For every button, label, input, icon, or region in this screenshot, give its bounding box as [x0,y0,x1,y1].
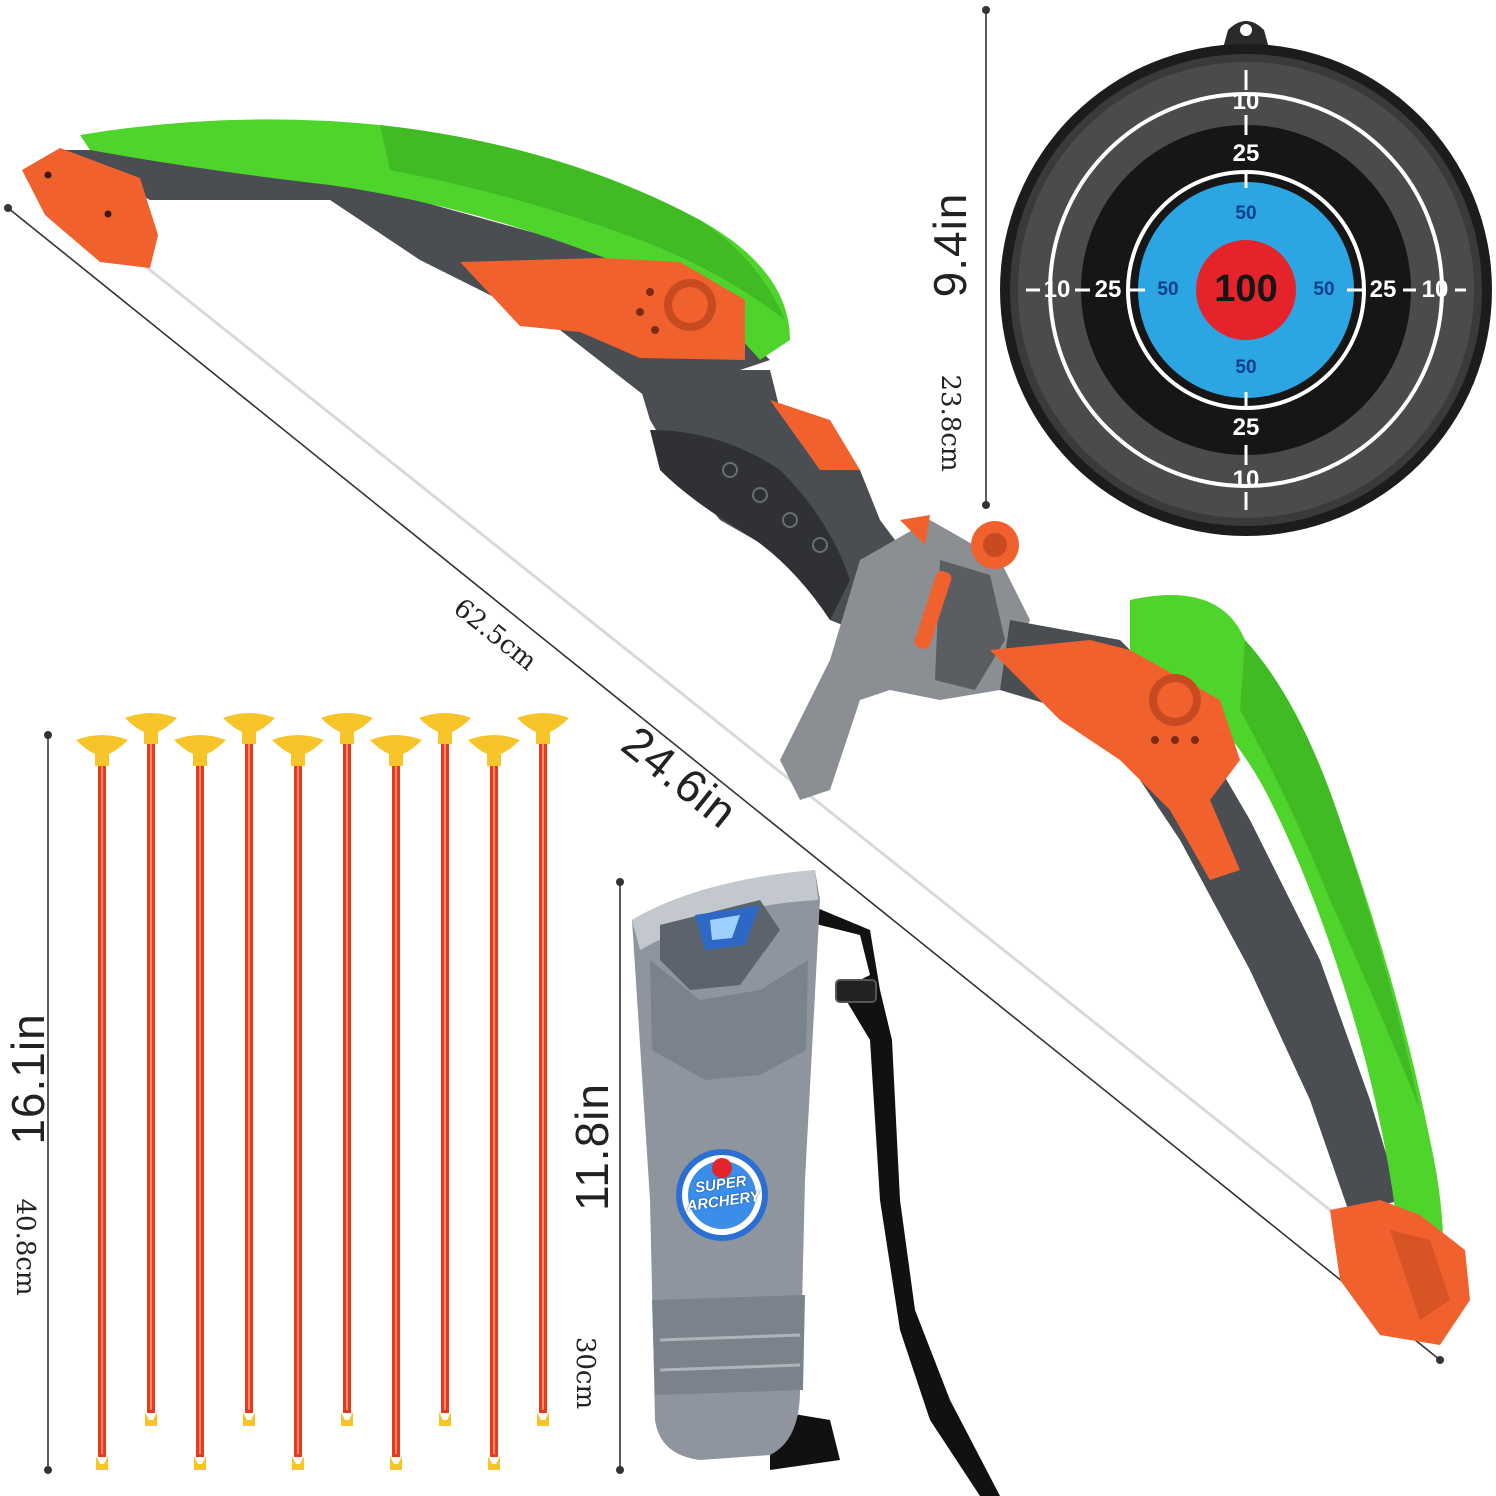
arrow [76,735,128,1470]
target-size-cm: 23.8cm [935,374,965,472]
target-score-25-bottom: 25 [1232,414,1260,441]
bow-dimension-line [4,204,1444,1364]
arrow [370,735,422,1470]
target-score-50-top: 50 [1235,203,1257,224]
target-score-50-left: 50 [1157,279,1179,300]
arrow [174,735,226,1470]
quiver-dimension-line [616,878,624,1474]
arrow [125,713,177,1426]
arrow [321,713,373,1426]
quiver-length-cm: 30cm [570,1336,600,1410]
target-dimension-line [982,6,990,509]
target-score-100: 100 [1214,268,1278,310]
target-score-25-right: 25 [1369,276,1397,303]
quiver-length-inches: 11.8in [566,1083,618,1211]
target-score-50-right: 50 [1313,279,1335,300]
arrow [468,735,520,1470]
arrow-length-cm: 40.8cm [10,1198,40,1296]
arrows [76,713,569,1470]
target-score-25-top: 25 [1232,140,1260,167]
bow [22,119,1470,1345]
target-score-10-bottom: 10 [1232,466,1260,493]
arrows-dimension-line [44,731,52,1474]
arrow [517,713,569,1426]
target-score-10-left: 10 [1043,276,1071,303]
target-size-inches: 9.4in [924,192,976,298]
target-board [1000,21,1492,536]
arrow-length-inches: 16.1in [2,1013,54,1145]
target-score-50-bottom: 50 [1235,357,1257,378]
arrow [223,713,275,1426]
target-score-10-right: 10 [1421,276,1449,303]
arrow [272,735,324,1470]
arrow [419,713,471,1426]
target-score-10-top: 10 [1232,88,1260,115]
quiver [632,870,820,1460]
bow-string [139,260,1341,1220]
target-score-25-left: 25 [1094,276,1122,303]
